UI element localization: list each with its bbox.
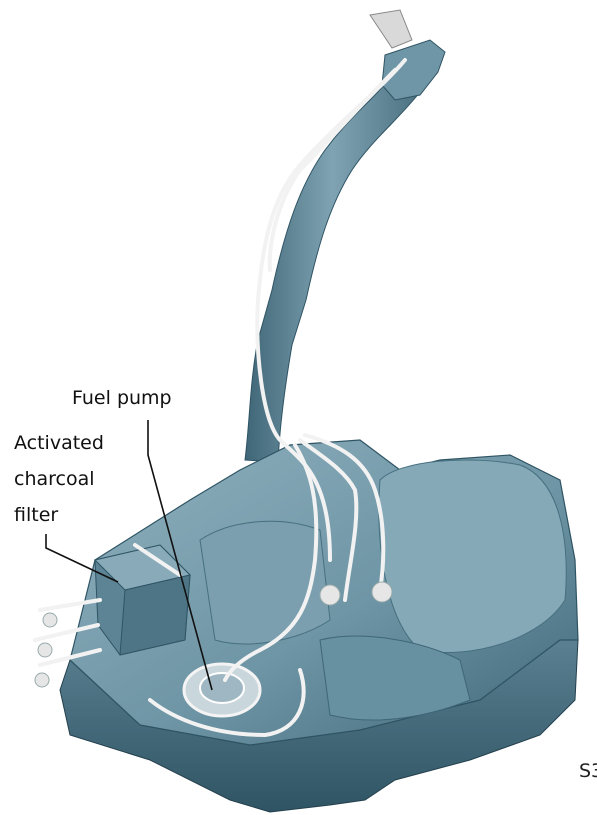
charcoal-filter-label-line2: charcoal	[14, 461, 104, 497]
charcoal-filter-label-line1: Activated	[14, 425, 104, 461]
filler-neck	[245, 10, 445, 462]
figure-code: S3	[579, 760, 597, 782]
fuel-pump-flange	[184, 664, 260, 716]
fuel-pump-label: Fuel pump	[72, 380, 172, 416]
charcoal-filter-label: Activated charcoal filter	[14, 425, 104, 533]
charcoal-filter-canister	[95, 545, 190, 655]
charcoal-filter-label-line3: filter	[14, 497, 104, 533]
